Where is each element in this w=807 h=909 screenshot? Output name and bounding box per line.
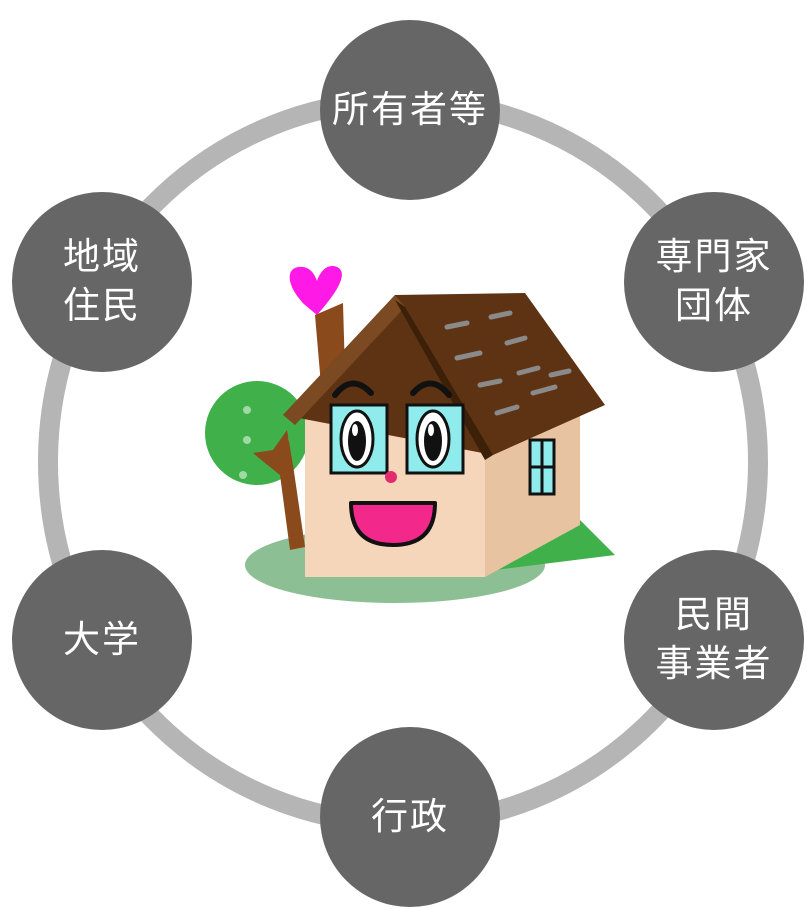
node-government: 行政 (320, 727, 500, 907)
node-owners: 所有者等 (320, 20, 500, 200)
node-experts: 専門家 団体 (624, 192, 804, 372)
mouth (349, 501, 437, 547)
heart-icon (289, 266, 342, 315)
node-residents: 地域 住民 (12, 192, 192, 372)
left-eyebrow (332, 380, 374, 398)
tree-icon (205, 381, 309, 550)
nose (385, 471, 397, 483)
right-eyebrow (410, 380, 452, 398)
node-private-business: 民間 事業者 (624, 550, 804, 730)
node-university: 大学 (12, 550, 192, 730)
roof-tiles (444, 310, 572, 416)
smiling-house-icon (205, 266, 615, 603)
